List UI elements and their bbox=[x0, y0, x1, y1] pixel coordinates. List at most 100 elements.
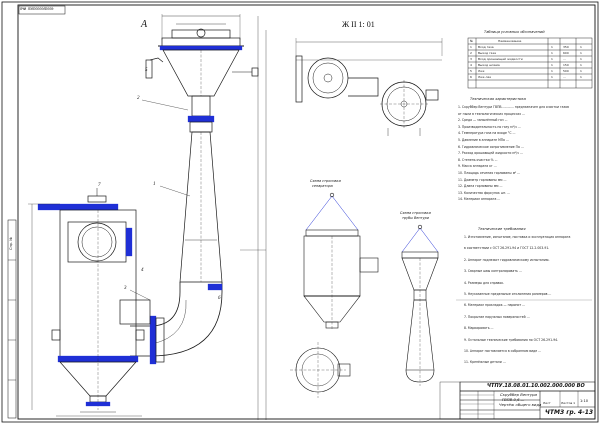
callout-1: 1 bbox=[153, 182, 156, 187]
view-label-a: А bbox=[141, 19, 148, 30]
callout-7: 7 bbox=[98, 183, 101, 188]
tech-req-line: 5. Неуказанные предельные отклонения раз… bbox=[464, 292, 552, 296]
tech-char-line: 14. Материал аппарата ... bbox=[458, 197, 501, 202]
tech-char-title: Техническая характеристика bbox=[470, 97, 526, 101]
title-block-sheet: Лист bbox=[543, 401, 551, 405]
callout-2: 2 bbox=[137, 96, 140, 101]
tech-req-line: 4. Размеры для справок. bbox=[464, 280, 505, 285]
tech-req-line: 1. Изготовление, испытание, поставка и э… bbox=[464, 235, 571, 239]
tech-char-line: 12. Длина горловины мм ... bbox=[458, 184, 503, 189]
tech-char-line: 9. Масса аппарата кг ... bbox=[458, 164, 497, 169]
sling-scheme-venturi bbox=[401, 224, 439, 386]
title-block-name-1: Скруббер Вентури bbox=[500, 392, 537, 397]
section-view-circle bbox=[290, 342, 351, 398]
spec-cell-c: 1 bbox=[580, 63, 582, 67]
spec-table-title: Таблица условных обозначений bbox=[484, 30, 545, 34]
sling-scheme-separator bbox=[303, 192, 379, 330]
spec-cell-name: Люк-лаз bbox=[478, 75, 492, 79]
spec-cell-num: 3 bbox=[470, 57, 472, 61]
tech-char-line: 7. Расход орошающей жидкости м³/ч ... bbox=[458, 151, 523, 156]
spec-cell-b: 350 bbox=[563, 45, 569, 49]
tech-char-line: 6. Гидравлическое сопротивление Па ... bbox=[458, 144, 524, 149]
tech-req-line: в соответствии с ОСТ 26-291-94 и ГОСТ 12… bbox=[464, 246, 550, 251]
spec-cell-a: 1 bbox=[551, 57, 553, 61]
spec-header-num: № bbox=[470, 39, 474, 43]
sling-scheme-2-label: Схема строповки bbox=[400, 211, 431, 215]
spec-cell-name: Люк bbox=[478, 69, 485, 73]
spec-cell-name: Выход газа bbox=[478, 51, 496, 55]
spec-cell-b: 150 bbox=[563, 63, 569, 67]
main-assembly-view bbox=[129, 14, 267, 420]
tech-char-line: от пыли в технологических процессах ... bbox=[458, 111, 525, 116]
tech-req-line: 6. Материал прокладок — паронит ... bbox=[464, 303, 526, 308]
callout-5: 5 bbox=[145, 68, 148, 73]
spec-cell-name: Выход шлама bbox=[478, 63, 500, 67]
tech-req-line: 8. Маркировать ... bbox=[464, 326, 494, 331]
tech-char-line: 3. Производительность по газу м³/ч ... bbox=[458, 124, 521, 129]
tech-req-line: 9. Остальные технические требования по О… bbox=[464, 337, 559, 342]
spec-cell-c: 1 bbox=[580, 57, 582, 61]
callout-6: 6 bbox=[218, 296, 221, 301]
spec-cell-a: 1 bbox=[551, 75, 553, 79]
spec-cell-b: ... bbox=[563, 75, 566, 79]
tech-char-line: 13. Количество форсунок шт. ... bbox=[458, 190, 511, 195]
spec-cell-c: 1 bbox=[580, 51, 582, 55]
spec-cell-a: 1 bbox=[551, 69, 553, 73]
spec-cell-num: 1 bbox=[470, 45, 472, 49]
title-block-name-2: ГВПВ-0,6-... bbox=[502, 397, 525, 402]
spec-cell-name: Вход газа bbox=[478, 45, 494, 49]
title-block-doc-code: ЧТПУ.18.08.01.10.002.000.000 ВО bbox=[487, 383, 585, 389]
sling-scheme-2-label-b: трубы Вентури bbox=[402, 216, 429, 220]
spec-cell-num: 6 bbox=[470, 75, 472, 79]
title-block-org: ЧТМЗ гр. 4-13 bbox=[545, 409, 594, 416]
title-block-scale: 1:10 bbox=[580, 399, 589, 403]
spec-table-grid bbox=[467, 37, 593, 89]
spec-cell-num: 2 bbox=[470, 51, 472, 55]
spec-cell-a: 1 bbox=[551, 51, 553, 55]
spec-cell-b: 600 bbox=[563, 51, 569, 55]
tech-req-line: 3. Сварные швы контролировать ... bbox=[464, 269, 522, 274]
tech-req-title: Технические требования bbox=[478, 227, 526, 231]
top-left-stamp bbox=[18, 5, 66, 15]
tech-char-line: 10. Площадь сечения горловины м² ... bbox=[458, 171, 521, 175]
tech-char-line: 5. Давление в аппарате МПа ... bbox=[458, 138, 509, 142]
plan-view bbox=[295, 38, 443, 136]
title-block-aux bbox=[439, 381, 461, 420]
tech-req-line: 7. Покрытие наружных поверхностей ... bbox=[464, 314, 530, 319]
callout-4: 4 bbox=[141, 268, 144, 273]
tech-char-line: 11. Диаметр горловины мм ... bbox=[458, 177, 507, 182]
tech-char-line: 2. Среда — запылённый газ ... bbox=[458, 118, 508, 123]
tech-char-line: 4. Температура газа на входе °С ... bbox=[458, 131, 516, 136]
top-left-stamp-text: ЛЧИ ЛЭЛЭЭЭЭЭЛЭЭЭЭ bbox=[20, 7, 54, 11]
spec-cell-num: 5 bbox=[470, 69, 472, 73]
spec-cell-c: 1 bbox=[580, 45, 582, 49]
tech-req-line: 2. Аппарат подлежит гидравлическому испы… bbox=[464, 257, 550, 262]
tech-char-line: 8. Степень очистки % ... bbox=[458, 157, 498, 162]
side-vertical-label: Спр. № bbox=[9, 237, 13, 250]
title-block-sheets: Листов 1 bbox=[561, 401, 576, 405]
binding-strip bbox=[7, 219, 17, 419]
spec-cell-name: Вход орошающей жидкости bbox=[478, 57, 523, 61]
sheet-inner-frame bbox=[17, 4, 596, 420]
title-block-grid bbox=[459, 381, 596, 420]
spec-cell-b: 500 bbox=[563, 69, 569, 73]
tech-char-line: 1. Скруббер Вентури ГВПВ-...-...-... пре… bbox=[458, 105, 569, 109]
sling-scheme-1-label-b: сепаратора bbox=[312, 184, 333, 188]
spec-cell-a: 1 bbox=[551, 45, 553, 49]
callout-3: 3 bbox=[124, 286, 127, 291]
title-block-name-3: Чертёж общего вида bbox=[499, 402, 542, 407]
spec-cell-a: 1 bbox=[551, 63, 553, 67]
sling-scheme-1-label: Схема строповки bbox=[310, 179, 341, 183]
spec-cell-num: 4 bbox=[470, 63, 472, 67]
view-label-plan: Ж II 1: 01 bbox=[342, 20, 375, 29]
spec-cell-c: 1 bbox=[580, 75, 582, 79]
spec-cell-c: 1 bbox=[580, 69, 582, 73]
separator-body bbox=[28, 188, 151, 417]
tech-req-line: 11. Крепёжные детали ... bbox=[464, 360, 506, 365]
tech-req-line: 10. Аппарат поставляется в собранном вид… bbox=[464, 349, 542, 353]
spec-cell-b: ... bbox=[563, 57, 566, 61]
spec-header-name: Наименование bbox=[498, 39, 522, 43]
